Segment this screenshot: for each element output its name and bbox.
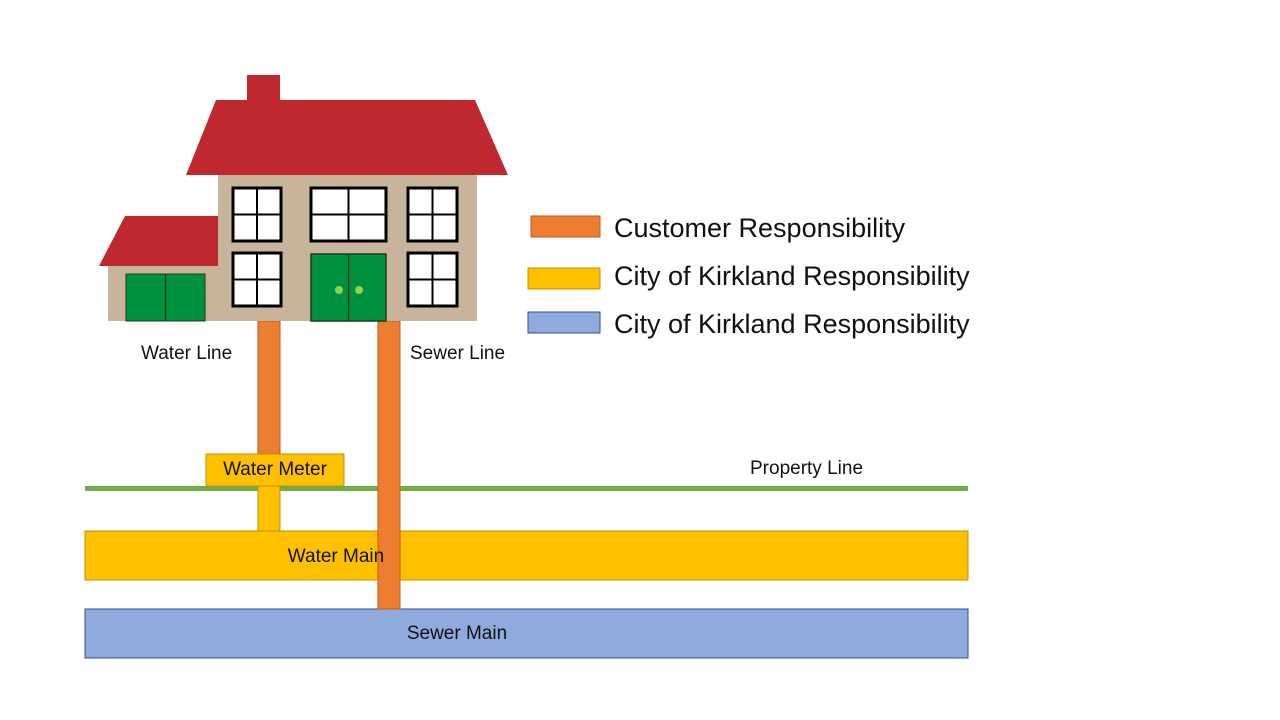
window-upper-center	[309, 186, 388, 243]
water-meter-box	[205, 453, 345, 487]
water-main-label: Water Main	[288, 546, 384, 567]
door-knob-left	[335, 286, 343, 294]
door-knob-right	[355, 286, 363, 294]
window-upper-right	[406, 186, 459, 243]
property-line	[85, 486, 968, 491]
front-door	[310, 253, 387, 322]
sewer-main-label: Sewer Main	[407, 623, 507, 644]
water-line-customer	[257, 320, 281, 456]
sewer-line-label: Sewer Line	[410, 343, 505, 364]
legend-label-city-water: City of Kirkland Responsibility	[614, 261, 970, 291]
window-lower-right	[406, 251, 459, 308]
sewer-main	[84, 608, 969, 659]
water-meter-label: Water Meter	[223, 459, 327, 480]
legend-swatch-city-sewer	[527, 311, 601, 334]
legend-label-customer: Customer Responsibility	[614, 213, 906, 243]
water-main	[84, 530, 969, 581]
main-roof	[186, 100, 508, 175]
window-lower-left	[231, 251, 283, 308]
water-line-label: Water Line	[141, 343, 232, 364]
water-line-city	[257, 485, 281, 532]
legend-label-city-sewer: City of Kirkland Responsibility	[614, 309, 970, 339]
property-line-label: Property Line	[750, 458, 863, 479]
house	[99, 75, 508, 322]
window-upper-left	[231, 186, 283, 243]
garage-roof	[99, 216, 218, 266]
legend-swatch-customer	[530, 215, 601, 238]
legend-swatch-city-water	[527, 267, 601, 290]
